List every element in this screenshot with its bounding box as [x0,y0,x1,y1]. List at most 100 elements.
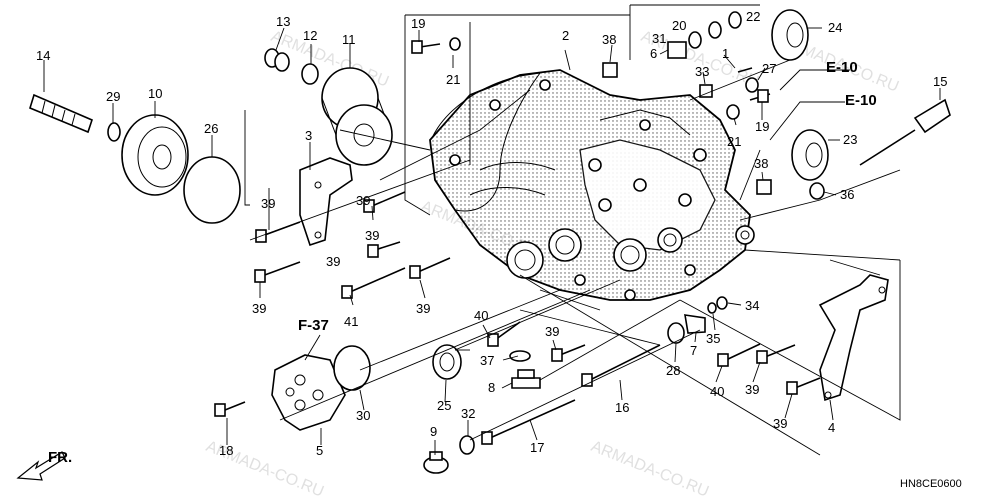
callout: 8 [488,380,495,395]
bolt-39 [367,241,401,258]
washer-20 [708,21,722,39]
bolt-39 [756,344,796,364]
bolt-16 [581,344,661,387]
callout: 29 [106,89,120,104]
callout: 21 [446,72,460,87]
callout: 39 [416,301,430,316]
callout: 39 [261,196,275,211]
callout: 41 [344,314,358,329]
callout: 20 [672,18,686,33]
callout: 32 [461,406,475,421]
callout: 40 [474,308,488,323]
diagram-code: HN8CE0600 [900,478,962,490]
oil-filter-11 [321,67,393,166]
bolt-18 [214,401,246,417]
assembly-lines [249,4,901,456]
callout: 9 [430,424,437,439]
bolt-40 [717,343,761,367]
washer-31 [688,31,702,49]
washer-35 [707,302,717,314]
bolt-39 [551,344,586,362]
bolt-39 [409,257,451,279]
callout: 27 [762,61,776,76]
callout: 24 [828,20,842,35]
bolt-19 [411,40,441,54]
direction-label: FR. [48,449,72,466]
leader-lines [43,27,941,455]
stay-4 [818,274,889,402]
o-ring-36 [809,182,825,200]
bolt-39 [786,377,821,395]
callout: 22 [746,9,760,24]
transmission-housing [429,69,755,301]
callout: 16 [615,400,629,415]
washer-22 [728,11,742,29]
callout: 1 [722,46,729,61]
callout: 15 [933,74,947,89]
callout: 17 [530,440,544,455]
bolt-17 [481,399,576,445]
callout: 38 [602,32,616,47]
ref-f37: F-37 [298,317,329,334]
watermark: ARMADA-CO.RU [589,438,712,500]
callout: 13 [276,14,290,29]
callout: 35 [706,331,720,346]
o-ring-29 [107,122,121,142]
callout: 39 [365,228,379,243]
callout: 36 [840,187,854,202]
ref-e10: E-10 [845,92,877,109]
gasket-37 [509,350,531,362]
front-direction-arrow: FR. [16,449,72,481]
oil-seal-25 [432,344,462,380]
pipe-38 [756,179,772,195]
plug-9 [423,451,449,474]
callout: 21 [727,134,741,149]
callout: 11 [342,32,356,47]
washer-27 [745,77,759,93]
callout-numbers: 1 2 3 4 5 6 7 8 9 10 11 12 13 14 15 16 1… [36,9,947,458]
callout: 14 [36,48,50,63]
callout: 2 [562,28,569,43]
bolt-39 [255,221,301,243]
callout: 34 [745,298,759,313]
stay-3 [299,157,353,247]
callout: 6 [650,46,657,61]
plug-8 [511,369,541,389]
o-ring-12 [301,63,319,85]
washer-21 [449,37,461,51]
callout: 10 [148,86,162,101]
callout: 3 [305,128,312,143]
callout: 39 [545,324,559,339]
bolt-41 [341,267,406,299]
bolt-19 [749,89,771,103]
cover-5 [271,354,346,431]
callout: 28 [666,363,680,378]
callout: 4 [828,420,835,435]
washer-28 [667,322,685,344]
callout: 40 [710,384,724,399]
callout: 23 [843,132,857,147]
callout: 5 [316,443,323,458]
callout: 31 [652,31,666,46]
bolt-39 [363,191,406,213]
callout: 7 [690,343,697,358]
callout: 38 [754,156,768,171]
callout: 37 [480,353,494,368]
bolt-39 [254,261,301,283]
callout: 39 [745,382,759,397]
rotor-10 [121,114,189,196]
bolt-1 [737,67,753,73]
callout: 12 [303,28,317,43]
callout: 39 [773,416,787,431]
callout: 18 [219,443,233,458]
dipstick-15 [859,98,951,166]
ref-e10: E-10 [826,59,858,76]
bearing-23 [791,129,829,181]
callout: 30 [356,408,370,423]
callout: 19 [411,16,425,31]
o-ring-32 [459,435,475,455]
pipe-38 [602,62,618,78]
callout: 39 [356,193,370,208]
callout: 25 [437,398,451,413]
